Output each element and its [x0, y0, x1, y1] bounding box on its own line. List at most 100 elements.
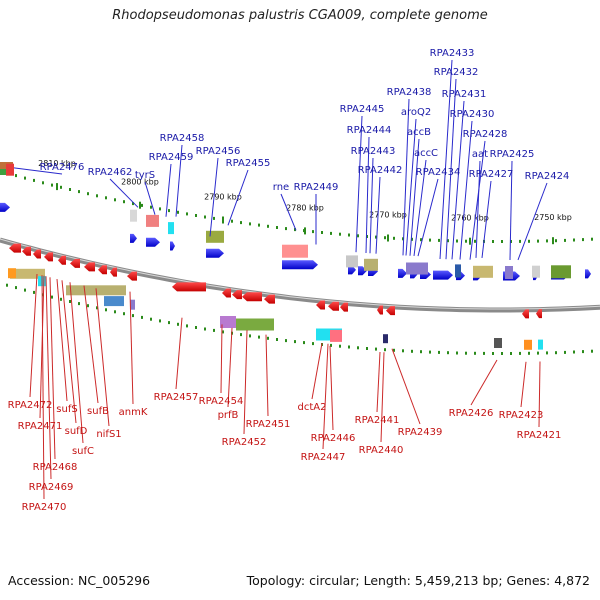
reverse-gene-arrow[interactable]: [386, 306, 395, 316]
reverse-gene-arrow[interactable]: [127, 271, 137, 281]
gene-feature-box[interactable]: [494, 338, 502, 348]
forward-gene-arrow[interactable]: [282, 260, 318, 270]
reverse-gene-arrow[interactable]: [33, 249, 41, 259]
gene-label-tyrS[interactable]: tyrS: [135, 170, 155, 181]
gene-label-RPA2458[interactable]: RPA2458: [160, 133, 205, 144]
gene-label-accC[interactable]: accC: [414, 148, 438, 159]
reverse-gene-arrow[interactable]: [172, 282, 206, 292]
gene-label-RPA2471[interactable]: RPA2471: [18, 421, 63, 432]
gene-feature-box[interactable]: [473, 265, 493, 278]
gene-feature-box[interactable]: [282, 244, 308, 258]
gene-label-RPA2469[interactable]: RPA2469: [29, 482, 74, 493]
forward-gene-arrow[interactable]: [170, 241, 175, 251]
gene-label-RPA2428[interactable]: RPA2428: [463, 129, 508, 140]
gene-label-RPA2468[interactable]: RPA2468: [33, 462, 78, 473]
forward-gene-arrow[interactable]: [433, 270, 453, 280]
gene-feature-box[interactable]: [130, 209, 137, 222]
reverse-gene-arrow[interactable]: [264, 294, 275, 304]
gene-feature-box[interactable]: [168, 222, 174, 235]
gene-label-nifS1[interactable]: nifS1: [96, 429, 121, 440]
gene-label-sufS[interactable]: sufS: [56, 404, 77, 415]
gene-label-RPA2456[interactable]: RPA2456: [196, 146, 241, 157]
gene-label-RPA2425[interactable]: RPA2425: [490, 149, 535, 160]
gene-feature-box[interactable]: [538, 339, 543, 350]
gene-label-RPA2423[interactable]: RPA2423: [499, 410, 544, 421]
reverse-gene-arrow[interactable]: [84, 262, 95, 272]
gene-label-RPA2444[interactable]: RPA2444: [347, 125, 392, 136]
gene-label-sufB[interactable]: sufB: [87, 406, 109, 417]
gene-label-RPA2439[interactable]: RPA2439: [398, 427, 443, 438]
reverse-gene-arrow[interactable]: [98, 265, 107, 275]
gene-feature-box[interactable]: [524, 339, 532, 350]
gene-label-RPA2452[interactable]: RPA2452: [222, 437, 267, 448]
gene-feature-box[interactable]: [330, 329, 342, 342]
reverse-gene-arrow[interactable]: [44, 252, 53, 262]
gene-feature-box[interactable]: [551, 265, 571, 279]
gene-feature-box[interactable]: [10, 268, 45, 279]
gene-label-anmK[interactable]: anmK: [119, 407, 148, 418]
gene-label-RPA2424[interactable]: RPA2424: [525, 171, 570, 182]
gene-feature-box[interactable]: [146, 214, 159, 227]
forward-gene-arrow[interactable]: [398, 268, 407, 278]
gene-label-RPA2431[interactable]: RPA2431: [442, 89, 487, 100]
reverse-gene-arrow[interactable]: [58, 255, 66, 265]
gene-label-RPA2449[interactable]: RPA2449: [294, 182, 339, 193]
gene-label-RPA2426[interactable]: RPA2426: [449, 408, 494, 419]
gene-feature-box[interactable]: [383, 334, 388, 344]
gene-label-RPA2442[interactable]: RPA2442: [358, 165, 403, 176]
gene-feature-box[interactable]: [206, 230, 224, 243]
gene-feature-box[interactable]: [6, 163, 14, 176]
forward-gene-arrow[interactable]: [348, 265, 356, 275]
gene-label-RPA2438[interactable]: RPA2438: [387, 87, 432, 98]
gene-label-RPA2427[interactable]: RPA2427: [469, 169, 514, 180]
forward-gene-arrow[interactable]: [130, 233, 137, 243]
gene-label-sufD[interactable]: sufD: [65, 426, 88, 437]
reverse-gene-arrow[interactable]: [242, 292, 262, 302]
gene-label-RPA2443[interactable]: RPA2443: [351, 146, 396, 157]
gene-label-RPA2455[interactable]: RPA2455: [226, 158, 271, 169]
gene-feature-box[interactable]: [406, 262, 428, 275]
gene-feature-box[interactable]: [104, 296, 124, 307]
reverse-gene-arrow[interactable]: [522, 309, 529, 319]
gene-label-RPA2434[interactable]: RPA2434: [416, 167, 461, 178]
gene-label-RPA2432[interactable]: RPA2432: [434, 67, 479, 78]
reverse-gene-arrow[interactable]: [340, 302, 348, 312]
gene-label-aroQ2[interactable]: aroQ2: [401, 107, 431, 118]
gene-feature-box[interactable]: [364, 258, 378, 271]
gene-label-RPA2476[interactable]: RPA2476: [40, 162, 85, 173]
reverse-gene-arrow[interactable]: [70, 258, 80, 268]
gene-label-RPA2433[interactable]: RPA2433: [430, 48, 475, 59]
gene-feature-box[interactable]: [236, 318, 274, 331]
reverse-gene-arrow[interactable]: [377, 305, 383, 315]
gene-feature-box[interactable]: [8, 268, 16, 279]
gene-feature-box[interactable]: [505, 266, 513, 279]
reverse-gene-arrow[interactable]: [22, 246, 31, 256]
gene-feature-box[interactable]: [346, 255, 358, 268]
gene-label-RPA2440[interactable]: RPA2440: [359, 445, 404, 456]
reverse-gene-arrow[interactable]: [328, 301, 339, 311]
gene-label-rne[interactable]: rne: [273, 182, 289, 193]
gene-label-RPA2472[interactable]: RPA2472: [8, 400, 53, 411]
gene-label-RPA2421[interactable]: RPA2421: [517, 430, 562, 441]
gene-feature-box[interactable]: [532, 265, 540, 278]
gene-label-prfB[interactable]: prfB: [218, 410, 239, 421]
reverse-gene-arrow[interactable]: [222, 288, 231, 298]
gene-feature-box[interactable]: [455, 264, 461, 278]
gene-feature-box[interactable]: [130, 299, 135, 310]
gene-label-RPA2441[interactable]: RPA2441: [355, 415, 400, 426]
gene-label-RPA2451[interactable]: RPA2451: [246, 419, 291, 430]
reverse-gene-arrow[interactable]: [536, 309, 542, 319]
gene-label-RPA2457[interactable]: RPA2457: [154, 392, 199, 403]
forward-gene-arrow[interactable]: [0, 202, 10, 212]
gene-label-RPA2454[interactable]: RPA2454: [199, 396, 244, 407]
gene-label-dctA2[interactable]: dctA2: [298, 402, 327, 413]
gene-label-aat[interactable]: aat: [472, 149, 488, 160]
gene-feature-box[interactable]: [220, 316, 236, 328]
gene-label-sufC[interactable]: sufC: [72, 446, 94, 457]
gene-label-RPA2459[interactable]: RPA2459: [149, 152, 194, 163]
forward-gene-arrow[interactable]: [206, 248, 224, 258]
reverse-gene-arrow[interactable]: [316, 300, 325, 310]
gene-label-RPA2445[interactable]: RPA2445: [340, 104, 385, 115]
gene-label-RPA2446[interactable]: RPA2446: [311, 433, 356, 444]
gene-label-accB[interactable]: accB: [407, 127, 431, 138]
